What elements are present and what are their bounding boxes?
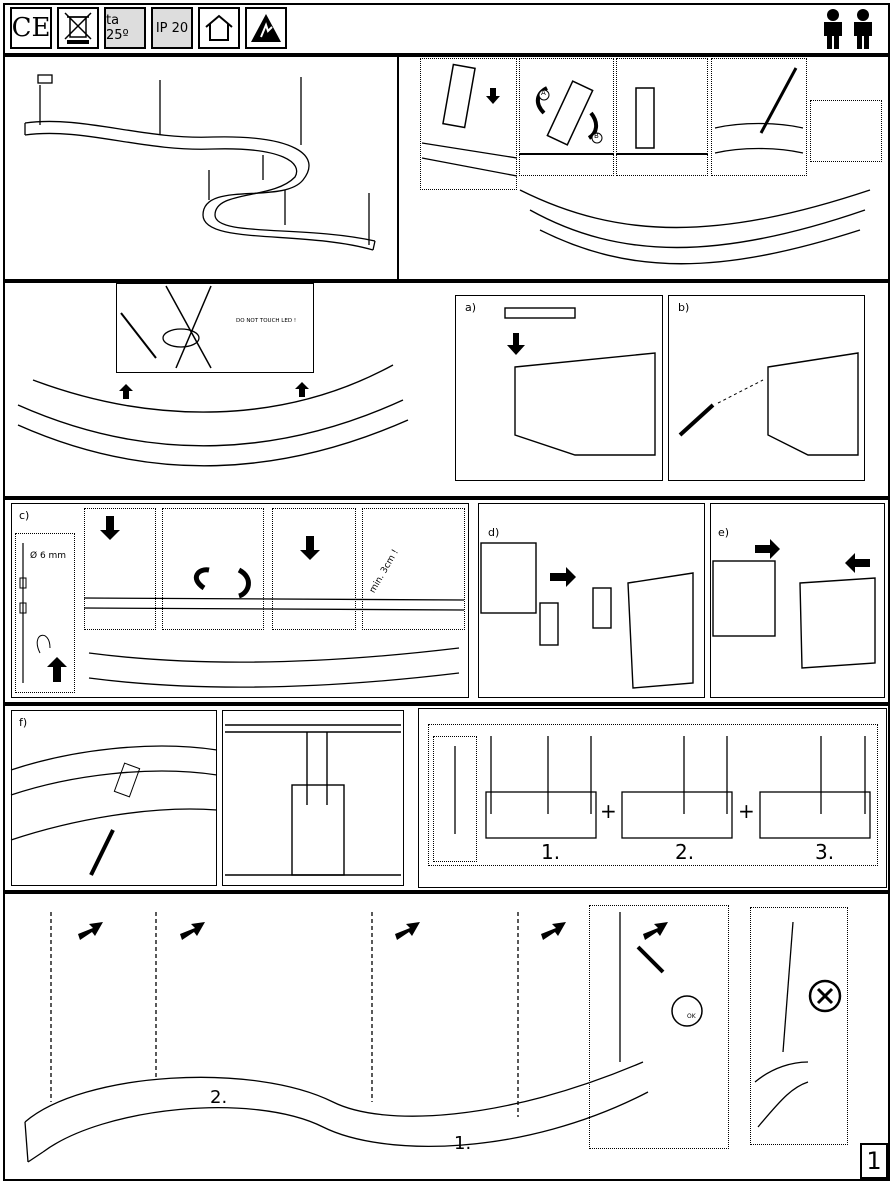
joining-drawing [712, 539, 876, 669]
plus-sign-1: + [600, 799, 617, 823]
rotate-drawing [519, 80, 614, 155]
step-seated-detail [616, 58, 708, 176]
panel-c-label: c) [19, 509, 30, 522]
two-persons-icon [818, 8, 880, 50]
ip-rating-icon: IP 20 [151, 7, 193, 49]
ce-mark-icon: CE [10, 7, 52, 49]
header-bar [3, 3, 890, 55]
panel-d-label: d) [488, 526, 500, 539]
incorrect-mount-detail [750, 907, 848, 1145]
step-clip-detail [810, 100, 882, 162]
segment-2-label: 2. [210, 1087, 228, 1108]
step-c3 [272, 508, 356, 630]
led-module-panel [397, 55, 890, 281]
suspension-steps-drawing [83, 516, 465, 688]
driver-insert-drawing [421, 63, 518, 177]
step-c2 [162, 508, 264, 630]
sequence-panel [418, 708, 887, 888]
sequence-step-2: 2. [675, 840, 695, 864]
sequence-step-3: 3. [815, 840, 835, 864]
panel-d [478, 503, 705, 698]
cross-section-panel [222, 710, 404, 886]
ok-check-label: OK [687, 1013, 696, 1020]
sequence-step-1: 1. [541, 840, 561, 864]
connector-insert-drawing [480, 542, 694, 689]
sequence-segments-drawing [454, 736, 871, 839]
final-install-row [3, 892, 890, 1181]
panel-f-label: f) [19, 716, 28, 729]
s-shaped-luminaire-drawing [24, 74, 376, 251]
screwdriver-drawing [714, 67, 804, 154]
suspension-kit [15, 533, 75, 693]
panel-b [668, 295, 865, 481]
indoor-house-icon [198, 7, 240, 49]
panel-a-label: a) [465, 301, 477, 314]
step-c4 [362, 508, 465, 630]
curved-led-strip-drawing [519, 189, 871, 265]
diameter-label: Ø 6 mm [30, 551, 67, 561]
marker-a: A [541, 89, 546, 97]
screw-fix-drawing [678, 352, 859, 456]
joint-screw-drawing [10, 745, 218, 876]
correct-mount-detail [589, 905, 729, 1149]
panel-c [11, 503, 469, 698]
suspension-cable-drawing [19, 543, 67, 683]
connector-detail [433, 736, 477, 862]
seated-drawing [616, 87, 708, 155]
overview-panel [3, 55, 399, 281]
panel-e-label: e) [718, 526, 730, 539]
weee-bin-icon [57, 7, 99, 49]
do-not-touch-callout [116, 283, 314, 373]
bracket-insert-drawing [504, 307, 656, 456]
panel-f [11, 710, 217, 886]
ambient-temperature-icon: ta 25º [104, 7, 146, 49]
page-number: 1 [860, 1143, 888, 1179]
segment-1-label: 1. [454, 1133, 472, 1154]
diffuser-removal-drawing [17, 364, 409, 467]
step-c1 [84, 508, 156, 630]
step-rotate-detail [519, 58, 614, 176]
step-screwdriver-detail [711, 58, 807, 176]
step-mount-detail [420, 58, 517, 190]
cross-section-drawing [225, 724, 401, 876]
panel-b-label: b) [678, 301, 690, 314]
plus-sign-2: + [738, 799, 755, 823]
esd-warning-icon [245, 7, 287, 49]
marker-b: B [594, 132, 599, 140]
panel-e [710, 503, 885, 698]
ceiling-installation-drawing [24, 912, 842, 1163]
warning-text: DO NOT TOUCH LED ! [236, 318, 297, 324]
hand-cross-drawing [120, 285, 212, 369]
sequence-inner [428, 724, 878, 866]
